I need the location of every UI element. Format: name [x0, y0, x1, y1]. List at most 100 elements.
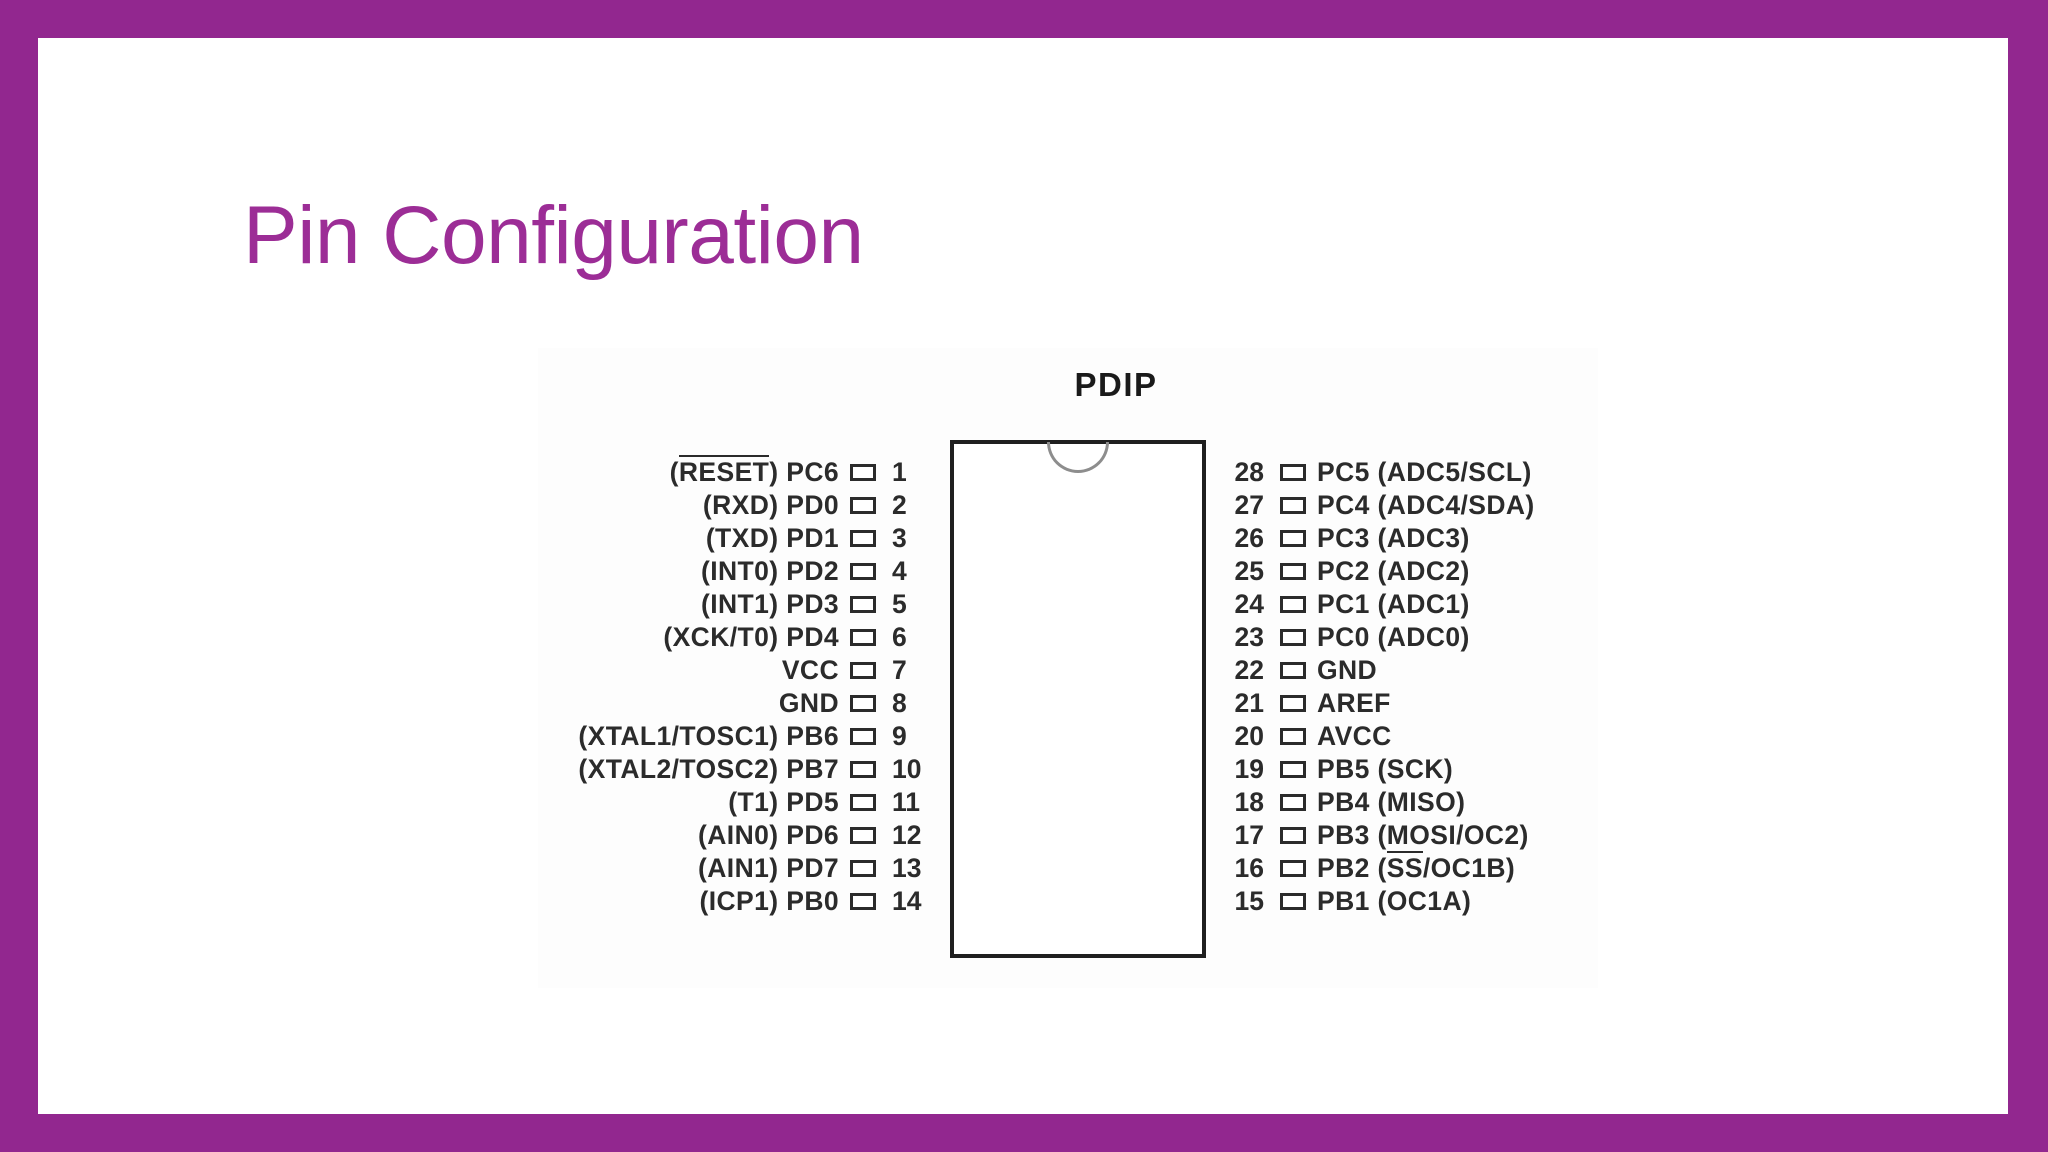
pin-pad-icon [850, 860, 876, 877]
pin-row[interactable]: (TXD) PD1 3 [538, 522, 950, 555]
chip-notch-icon [1047, 442, 1109, 473]
pin-pad-icon [850, 695, 876, 712]
pin-pad-icon [1280, 596, 1306, 613]
pin-number: 1 [892, 457, 907, 487]
pin-number: 11 [892, 787, 921, 817]
pin-number: 18 [1234, 787, 1264, 817]
pin-row[interactable]: 19 PB5 (SCK) [1206, 753, 1598, 786]
pin-number: 14 [892, 886, 922, 916]
pin-number: 5 [892, 589, 907, 619]
pin-number: 8 [892, 688, 907, 718]
pin-pad-icon [1280, 497, 1306, 514]
pin-row[interactable]: 22 GND [1206, 654, 1598, 687]
pin-number: 2 [892, 490, 907, 520]
pin-number: 20 [1234, 721, 1264, 751]
pin-label: (TXD) PD1 [705, 523, 839, 553]
pin-number: 4 [892, 556, 907, 586]
chip-body [950, 440, 1206, 958]
pin-row[interactable]: (AIN0) PD6 12 [538, 819, 950, 852]
pin-pad-icon [850, 497, 876, 514]
pin-pad-icon [850, 530, 876, 547]
pin-row[interactable]: VCC 7 [538, 654, 950, 687]
pin-label: (XTAL2/TOSC2) PB7 [578, 754, 839, 784]
pin-number: 28 [1234, 457, 1264, 487]
pin-pad-icon [850, 893, 876, 910]
pin-pad-icon [850, 761, 876, 778]
pin-row[interactable]: (RXD) PD0 2 [538, 489, 950, 522]
pin-pad-icon [1280, 464, 1306, 481]
pin-number: 12 [892, 820, 922, 850]
pin-label: (INT1) PD3 [700, 589, 839, 619]
pin-row[interactable]: (XTAL1/TOSC1) PB6 9 [538, 720, 950, 753]
overline-text: RESET [678, 455, 770, 487]
pin-label: (RXD) PD0 [702, 490, 839, 520]
pin-number: 16 [1234, 853, 1264, 883]
pin-pad-icon [850, 563, 876, 580]
pin-pad-icon [1280, 794, 1306, 811]
pin-row[interactable]: (RESET) PC6 1 [538, 455, 950, 489]
pin-label: GND [1317, 655, 1378, 685]
pin-label: PB3 (MOSI/OC2) [1317, 820, 1529, 850]
pin-label: VCC [781, 655, 839, 685]
pin-label: (XCK/T0) PD4 [663, 622, 839, 652]
pin-label: PC2 (ADC2) [1317, 556, 1470, 586]
pin-number: 22 [1234, 655, 1264, 685]
pin-number: 7 [892, 655, 907, 685]
pin-label: PC1 (ADC1) [1317, 589, 1470, 619]
pin-row[interactable]: 24 PC1 (ADC1) [1206, 588, 1598, 621]
pin-pad-icon [1280, 728, 1306, 745]
pin-number: 26 [1234, 523, 1264, 553]
pin-number: 25 [1234, 556, 1264, 586]
pin-row[interactable]: (INT0) PD2 4 [538, 555, 950, 588]
pin-pad-icon [1280, 761, 1306, 778]
pin-number: 24 [1234, 589, 1264, 619]
pin-label: (XTAL1/TOSC1) PB6 [578, 721, 839, 751]
pin-number: 13 [892, 853, 922, 883]
pin-pad-icon [1280, 860, 1306, 877]
pin-label: GND [778, 688, 839, 718]
pin-pad-icon [850, 728, 876, 745]
pin-row[interactable]: 27 PC4 (ADC4/SDA) [1206, 489, 1598, 522]
pin-label: (RESET) PC6 [669, 455, 839, 487]
pin-pad-icon [1280, 563, 1306, 580]
page-title: Pin Configuration [243, 190, 864, 281]
pin-number: 3 [892, 523, 907, 553]
pin-row[interactable]: 25 PC2 (ADC2) [1206, 555, 1598, 588]
pin-label: (INT0) PD2 [700, 556, 839, 586]
pin-label: PB5 (SCK) [1317, 754, 1454, 784]
pin-pad-icon [1280, 893, 1306, 910]
pin-number: 19 [1234, 754, 1264, 784]
pin-label: AREF [1317, 688, 1391, 718]
pin-row[interactable]: GND 8 [538, 687, 950, 720]
pin-number: 27 [1234, 490, 1264, 520]
pin-number: 9 [892, 721, 907, 751]
pin-label: PC5 (ADC5/SCL) [1317, 457, 1532, 487]
pin-row[interactable]: 28 PC5 (ADC5/SCL) [1206, 456, 1598, 489]
pin-row[interactable]: (AIN1) PD7 13 [538, 852, 950, 885]
pin-row[interactable]: (INT1) PD3 5 [538, 588, 950, 621]
pin-label: (AIN0) PD6 [698, 820, 839, 850]
pin-label: (AIN1) PD7 [698, 853, 839, 883]
pin-row[interactable]: (XTAL2/TOSC2) PB7 10 [538, 753, 950, 786]
pin-number: 10 [892, 754, 922, 784]
pin-pad-icon [850, 629, 876, 646]
pin-label: PC0 (ADC0) [1317, 622, 1470, 652]
pin-label: PB1 (OC1A) [1317, 886, 1472, 916]
overline-text: SS [1386, 851, 1423, 883]
pin-pad-icon [850, 464, 876, 481]
pin-pad-icon [1280, 695, 1306, 712]
pin-label: PC4 (ADC4/SDA) [1317, 490, 1535, 520]
